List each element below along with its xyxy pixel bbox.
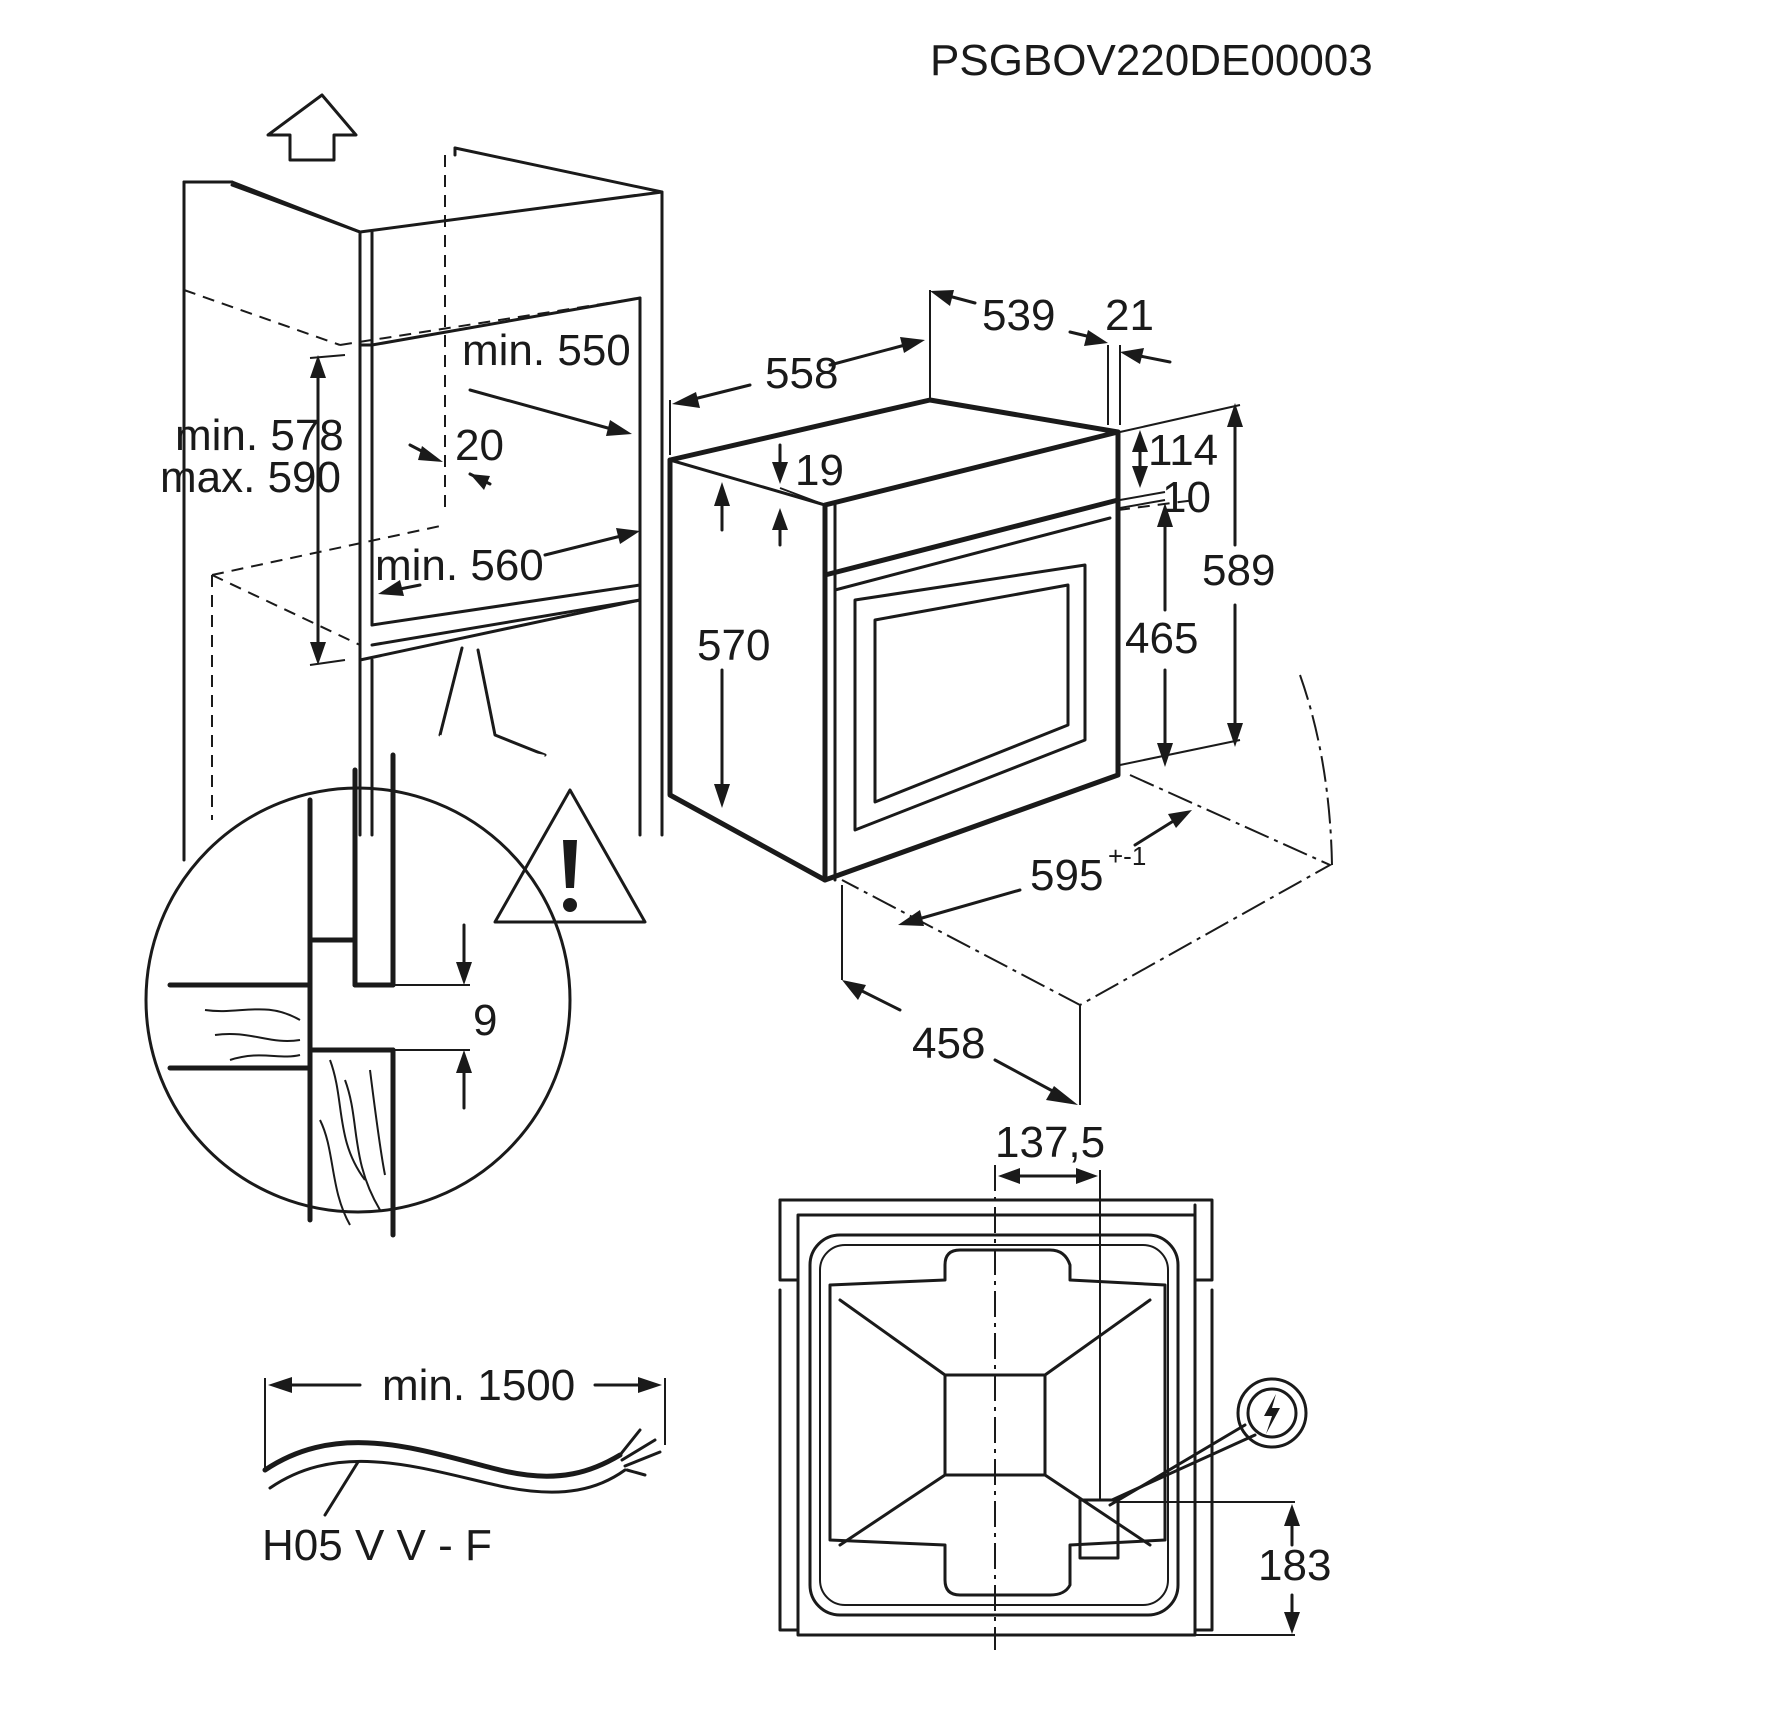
oven-back-view: 137,5 183 [778, 1118, 1331, 1650]
ventilation-up-arrow-icon [266, 93, 358, 162]
detail-magnifier: 9 [144, 646, 647, 1238]
oven-total-depth-label: 558 [765, 349, 838, 398]
niche-back-gap-label: 20 [455, 421, 504, 470]
cabinet-niche [182, 146, 664, 862]
oven-body-depth-label: 539 [982, 291, 1055, 340]
oven-door-open-depth-label: 458 [912, 1019, 985, 1068]
niche-depth-label: min. 550 [462, 326, 631, 375]
oven-dimensions: 558 539 21 19 570 114 10 [669, 290, 1333, 1105]
oven-body-height-label: 570 [697, 621, 770, 670]
oven-width-tolerance-label: +-1 [1108, 841, 1146, 871]
back-horizontal-offset-label: 137,5 [995, 1118, 1105, 1167]
power-cable: min. 1500 H05 V V - F [262, 1361, 666, 1570]
niche-height-min-label: min. 578 [175, 411, 344, 460]
oven-front-height-label: 589 [1202, 546, 1275, 595]
oven-door-gap-label: 10 [1162, 473, 1211, 522]
detail-gap-label: 9 [473, 996, 497, 1045]
oven-width-label: 595 [1030, 851, 1103, 900]
oven-panel-height-label: 114 [1148, 426, 1218, 475]
warning-triangle-icon [493, 788, 647, 924]
document-code: PSGBOV220DE00003 [930, 36, 1373, 85]
niche-dimensions: min. 550 min. 578 max. 590 20 min. 560 [160, 326, 640, 666]
cable-length-label: min. 1500 [382, 1361, 575, 1410]
oven-door-height-label: 465 [1125, 614, 1198, 663]
oven-front-thickness-label: 21 [1105, 291, 1154, 340]
oven-top-offset-label: 19 [795, 446, 844, 495]
niche-width-label: min. 560 [375, 541, 544, 590]
back-vertical-offset-label: 183 [1258, 1541, 1331, 1590]
cable-type-label: H05 V V - F [262, 1521, 492, 1570]
electric-connection-icon [1236, 1377, 1308, 1449]
niche-height-max-label: max. 590 [160, 453, 341, 502]
